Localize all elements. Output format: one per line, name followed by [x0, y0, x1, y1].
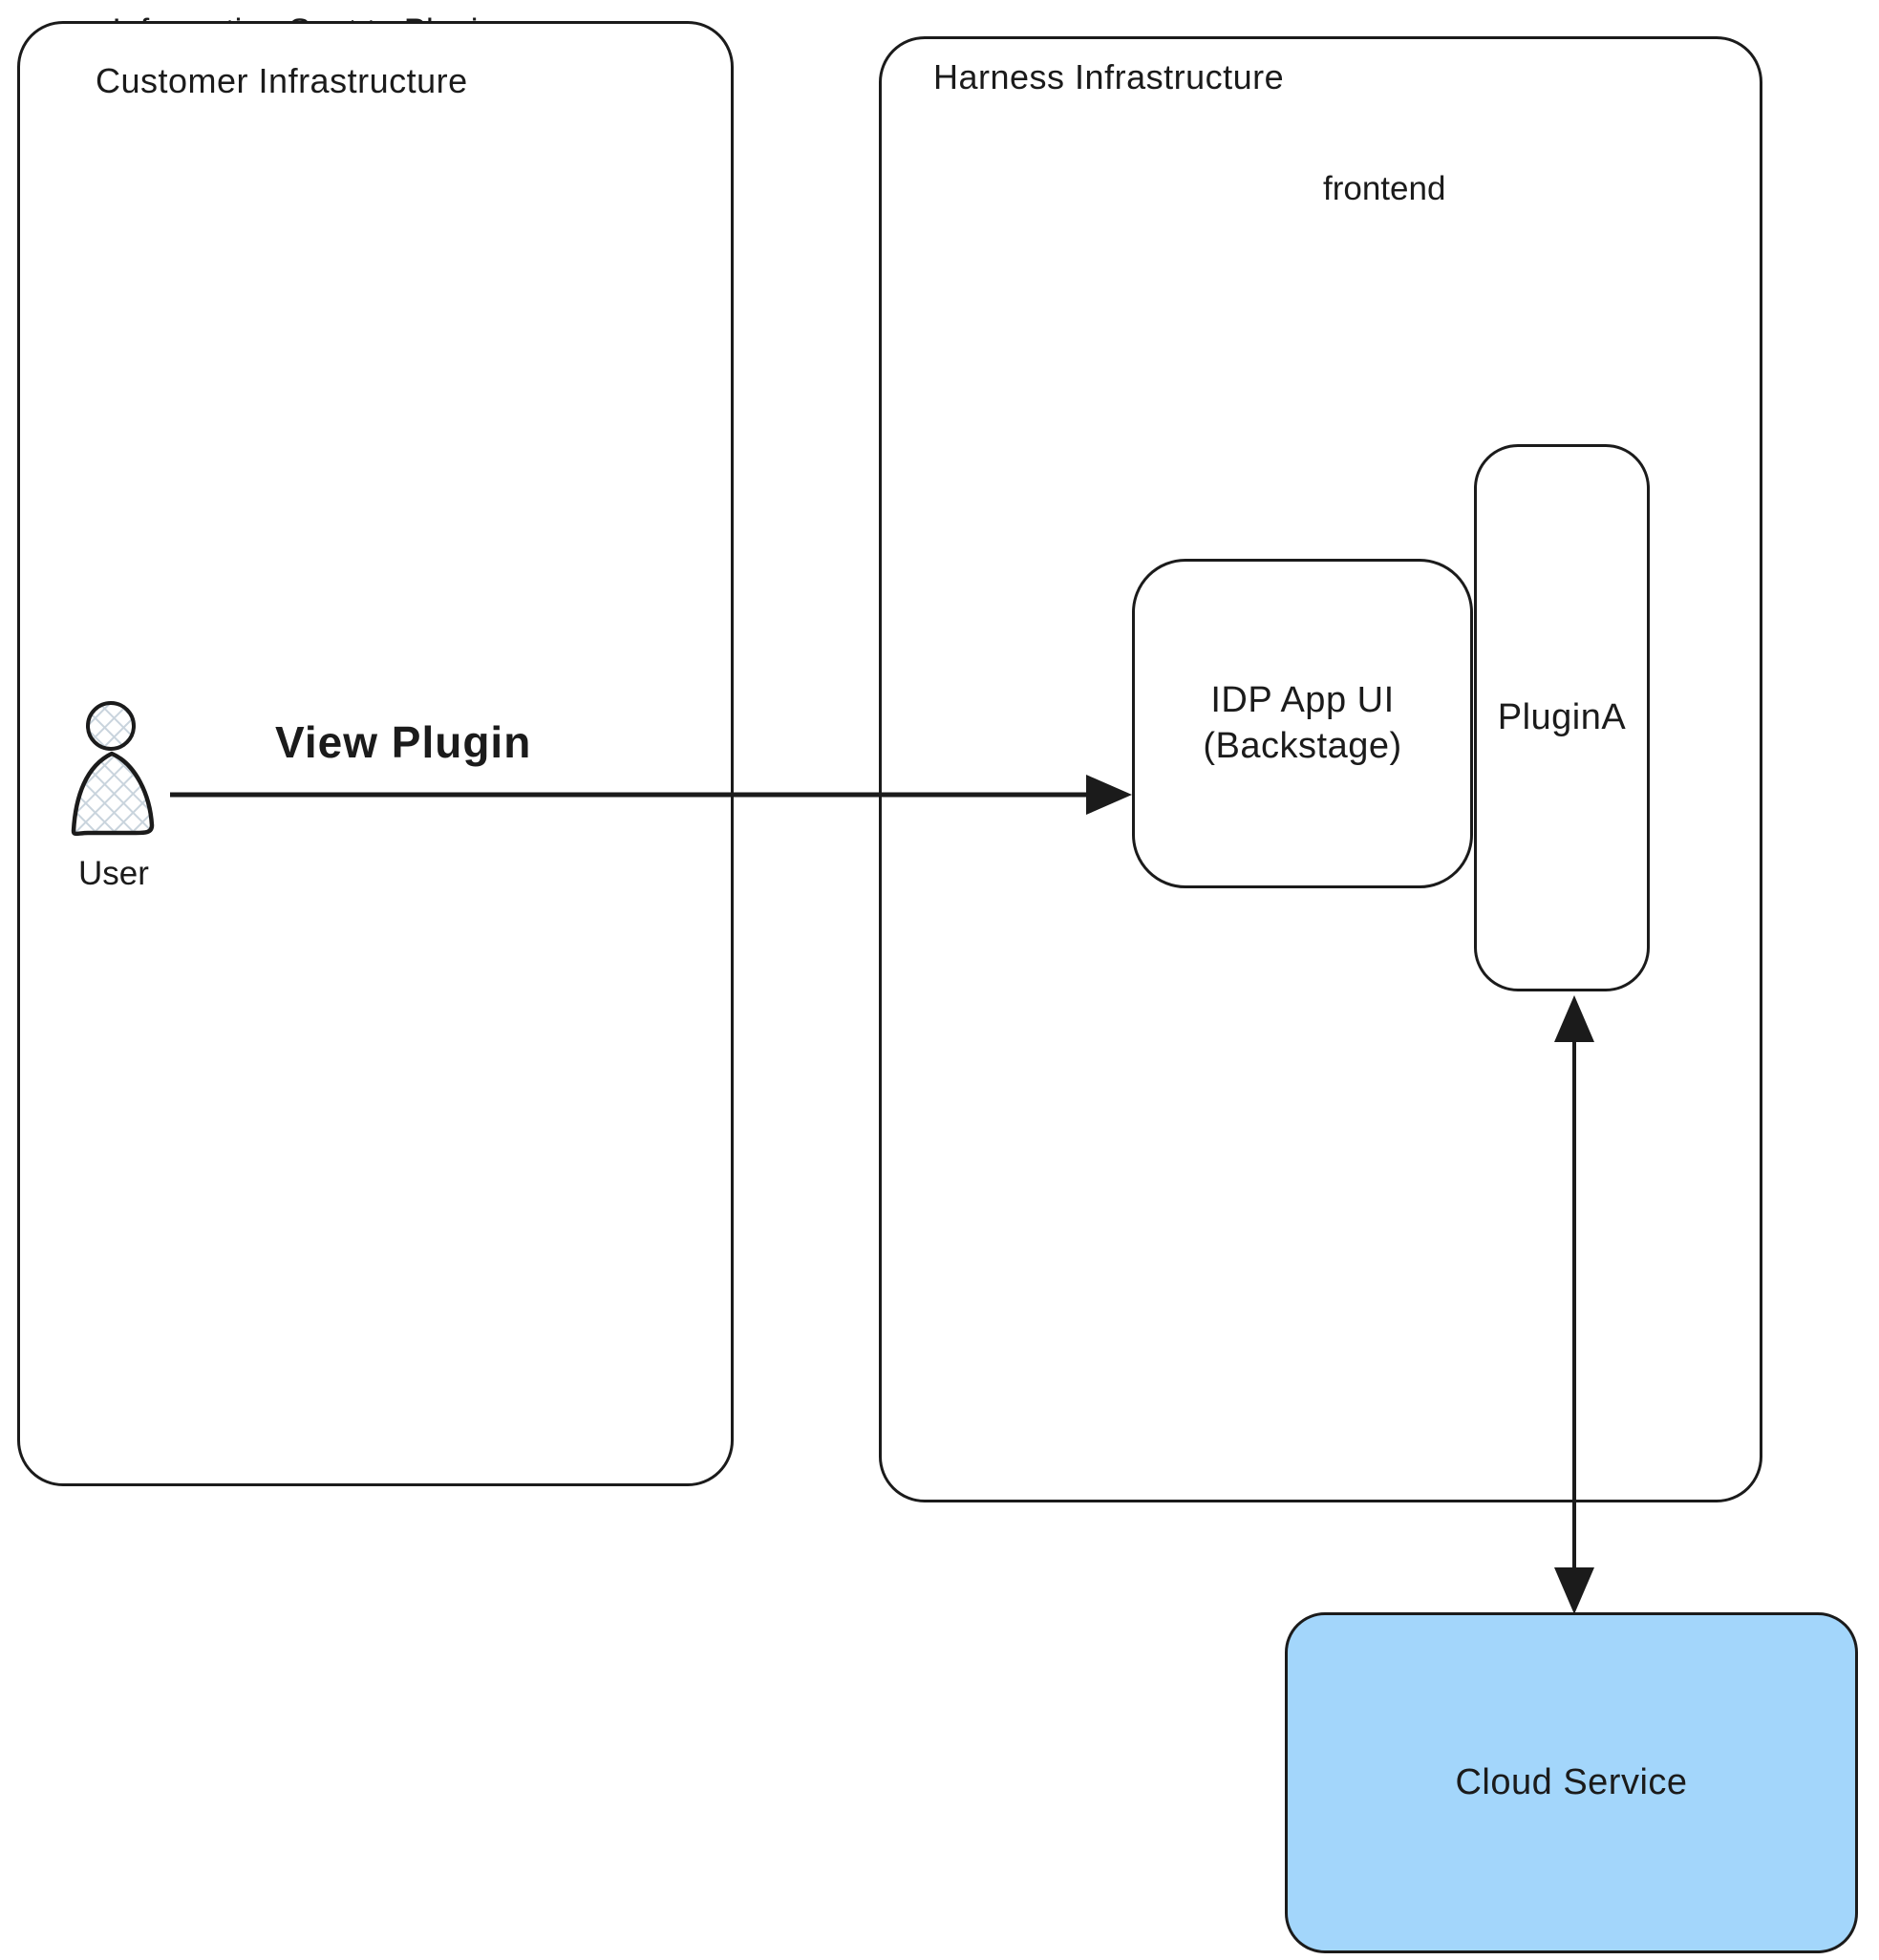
frontend-label: frontend: [1323, 170, 1446, 207]
customer-infrastructure-title: Customer Infrastructure: [96, 61, 468, 100]
user-head: [86, 701, 136, 751]
harness-infrastructure-title: Harness Infrastructure: [933, 57, 1285, 96]
user-body: [71, 751, 155, 837]
idp-app-ui-label-line1: IDP App UI: [1210, 680, 1395, 720]
cloud-service-label: Cloud Service: [1455, 1762, 1688, 1802]
idp-app-ui-box: IDP App UI (Backstage): [1132, 559, 1473, 888]
cloud-service-box: Cloud Service: [1285, 1612, 1858, 1953]
plugin-a-box: PluginA: [1474, 444, 1650, 991]
idp-app-ui-label-line2: (Backstage): [1203, 725, 1402, 766]
customer-infrastructure-box: [17, 21, 734, 1486]
user-icon: [71, 701, 155, 837]
user-label: User: [78, 855, 149, 892]
plugin-a-label: PluginA: [1497, 697, 1627, 737]
view-plugin-arrow-label: View Plugin: [275, 717, 532, 767]
